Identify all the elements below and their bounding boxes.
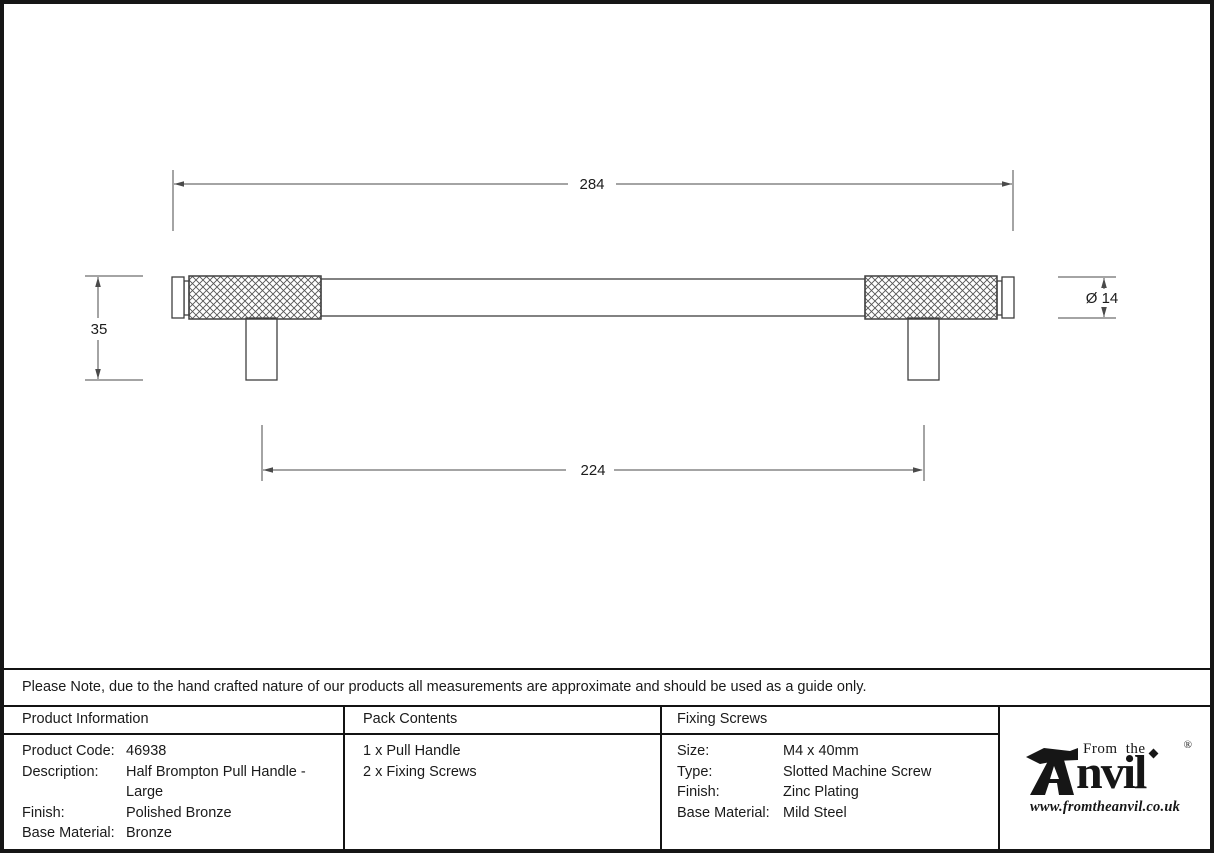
row-value: 46938 <box>126 743 167 759</box>
registered-trademark: ® <box>1183 739 1192 751</box>
row-value: Bronze <box>126 825 172 841</box>
row-label: Base Material: <box>677 804 770 821</box>
product-information-body: Product Code: 46938 Description: Half Br… <box>4 735 345 849</box>
row-label: Type: <box>677 763 713 780</box>
table-row: Description: Half Brompton Pull Handle -… <box>22 762 343 803</box>
row-value: Slotted Machine Screw <box>783 763 932 780</box>
dimension-overall-length <box>172 170 1014 231</box>
header-pack-contents: Pack Contents <box>345 707 662 735</box>
pack-item: 1 x Pull Handle <box>363 743 461 759</box>
dim-label-projection: 35 <box>91 321 108 338</box>
row-label: Size: <box>677 743 710 759</box>
table-row: Size: M4 x 40mm <box>677 741 998 762</box>
diamond-dot-icon <box>1148 748 1159 759</box>
brand-wordmark: nvil <box>1076 746 1147 799</box>
row-label: Description: <box>22 763 99 780</box>
technical-drawing: 284 35 Ø 14 <box>4 4 1210 668</box>
table-row: Type: Slotted Machine Screw <box>677 762 998 783</box>
row-label: Product Code: <box>22 743 115 759</box>
fixing-post-left <box>245 317 278 381</box>
end-cap-right <box>1001 276 1015 319</box>
row-value: Zinc Plating <box>783 784 859 800</box>
dim-label-overall-length: 284 <box>579 176 604 193</box>
brand-logo-cell: nvil From the ® www.fromtheanvil.co.uk <box>1000 707 1210 849</box>
brand-prefix: From the <box>1083 741 1146 757</box>
row-value: Mild Steel <box>783 804 847 821</box>
dim-label-fixing-centres: 224 <box>580 462 605 479</box>
dimension-fixing-centres <box>261 425 925 481</box>
measurement-note: Please Note, due to the hand crafted nat… <box>4 668 1210 705</box>
row-label: Base Material: <box>22 825 115 841</box>
row-value: Half Brompton Pull Handle - Large <box>126 763 306 801</box>
header-fixing-screws: Fixing Screws <box>662 707 1000 735</box>
row-value: M4 x 40mm <box>783 743 859 759</box>
knurled-grip-left <box>188 275 322 320</box>
anvil-logo: nvil From the ® <box>1026 739 1192 799</box>
table-row: Finish: Zinc Plating <box>677 782 998 803</box>
fixing-screws-body: Size: M4 x 40mm Type: Slotted Machine Sc… <box>662 735 1000 849</box>
pull-handle-drawing <box>171 275 1015 381</box>
row-label: Finish: <box>677 784 720 800</box>
dimension-projection <box>85 275 143 381</box>
dim-label-diameter: Ø 14 <box>1086 290 1119 307</box>
brand-url: www.fromtheanvil.co.uk <box>1029 799 1181 815</box>
knurled-grip-right <box>864 275 998 320</box>
product-spec-table: Product Information Pack Contents Fixing… <box>4 705 1210 849</box>
dimension-diameter <box>1058 276 1116 319</box>
row-label: Finish: <box>22 804 65 821</box>
handle-bar <box>320 278 866 317</box>
fixing-post-right <box>907 317 940 381</box>
row-value: Polished Bronze <box>126 804 232 821</box>
table-row: Finish: Polished Bronze <box>22 803 343 824</box>
end-cap-left <box>171 276 185 319</box>
pack-contents-body: 1 x Pull Handle 2 x Fixing Screws <box>345 735 662 849</box>
pack-item: 2 x Fixing Screws <box>363 763 477 780</box>
table-row: Base Material: Bronze <box>22 823 343 844</box>
table-row: Base Material: Mild Steel <box>677 803 998 824</box>
anvil-icon <box>1026 748 1078 795</box>
table-row: Product Code: 46938 <box>22 741 343 762</box>
header-product-information: Product Information <box>4 707 345 735</box>
